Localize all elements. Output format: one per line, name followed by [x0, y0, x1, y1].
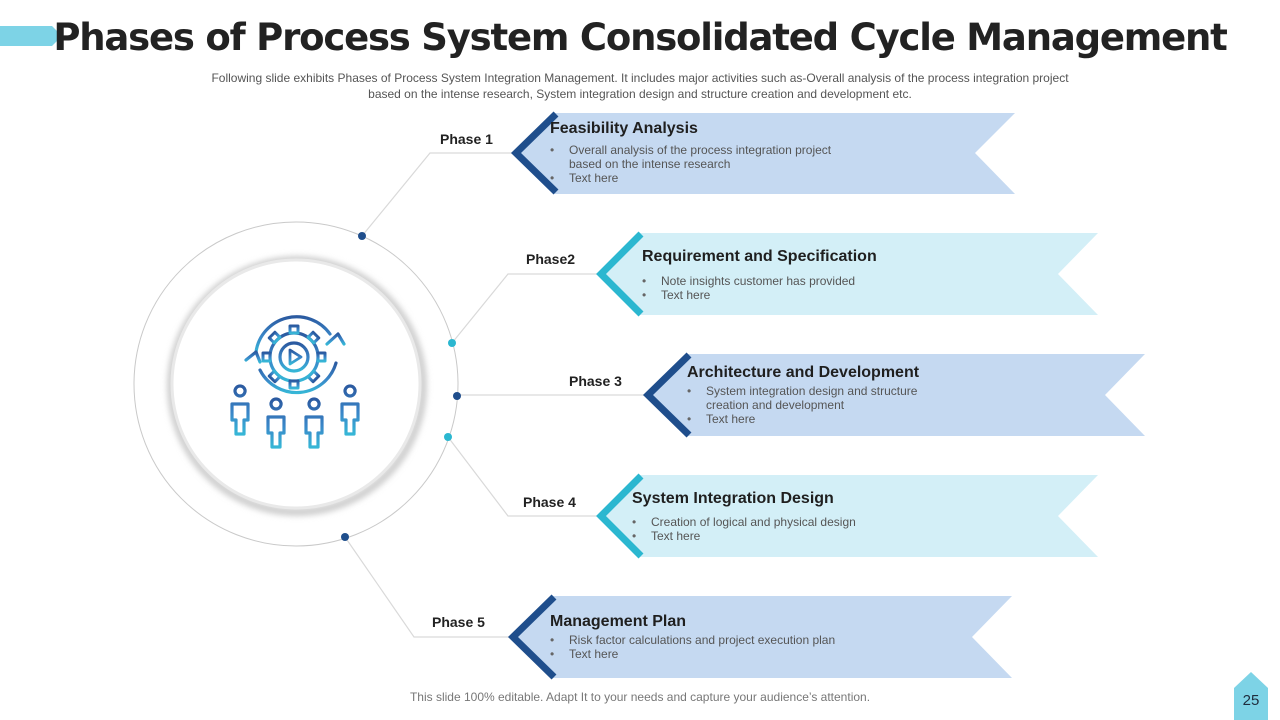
phase-bullet: Text here	[642, 288, 972, 302]
phase-card-2: Requirement and Specification Note insig…	[642, 248, 972, 302]
phase-title: Feasibility Analysis	[550, 120, 698, 137]
page-number: 25	[1242, 692, 1260, 709]
ring-dot-1	[358, 232, 366, 240]
phase-bullets: System integration design and structure …	[687, 384, 987, 426]
phase-bullets: Overall analysis of the process integrat…	[550, 143, 880, 185]
phase-bullets: Risk factor calculations and project exe…	[550, 633, 880, 661]
page-number-badge	[1234, 672, 1268, 720]
ring-dot-3	[453, 392, 461, 400]
phase-bullet: Text here	[550, 647, 880, 661]
slide-subtitle: Following slide exhibits Phases of Proce…	[211, 71, 1069, 101]
phase-bullet: Text here	[632, 529, 962, 543]
phase-label-2: Phase2	[526, 251, 576, 267]
phase-card-1: Feasibility Analysis Overall analysis of…	[550, 120, 880, 185]
people-icon	[230, 384, 360, 449]
slide-title: Phases of Process System Consolidated Cy…	[53, 16, 1228, 59]
phase-title: Management Plan	[550, 613, 687, 630]
phase-card-3: Architecture and Development System inte…	[687, 364, 987, 426]
phase-bullets: Note insights customer has provided Text…	[642, 274, 972, 302]
phase-label-1: Phase 1	[440, 131, 493, 147]
gear-cycle-with-people-icon	[230, 315, 360, 449]
phase-card-4: System Integration Design Creation of lo…	[632, 490, 962, 543]
phase-bullet: Risk factor calculations and project exe…	[550, 633, 880, 647]
phase-label-3: Phase 3	[569, 373, 622, 389]
connector-phase-1	[361, 152, 512, 237]
phase-title: Requirement and Specification	[642, 248, 877, 265]
phase-label-4: Phase 4	[523, 494, 576, 510]
inner-ring	[170, 258, 422, 510]
ring-dot-4	[444, 433, 452, 441]
ring-dot-2	[448, 339, 456, 347]
phase-bullet: Text here	[550, 171, 880, 185]
phase-bullet: System integration design and structure …	[687, 384, 926, 412]
phase-label-5: Phase 5	[432, 614, 485, 630]
connector-phase-2	[451, 273, 598, 344]
connector-phase-4	[447, 436, 598, 517]
connector-phase-5	[344, 536, 510, 638]
footer-note: This slide 100% editable. Adapt It to yo…	[409, 690, 871, 704]
phase-card-5: Management Plan Risk factor calculations…	[550, 613, 880, 661]
outer-ring	[133, 221, 459, 547]
ring-dot-5	[341, 533, 349, 541]
phase-bullet: Creation of logical and physical design	[632, 515, 962, 529]
phase-title: Architecture and Development	[687, 364, 920, 381]
phase-bullet: Overall analysis of the process integrat…	[550, 143, 839, 171]
phase-bullet: Text here	[687, 412, 987, 426]
phase-bullets: Creation of logical and physical design …	[632, 515, 962, 543]
phase-title: System Integration Design	[632, 490, 834, 507]
phase-bullet: Note insights customer has provided	[642, 274, 972, 288]
corner-accent-tab	[0, 26, 62, 46]
